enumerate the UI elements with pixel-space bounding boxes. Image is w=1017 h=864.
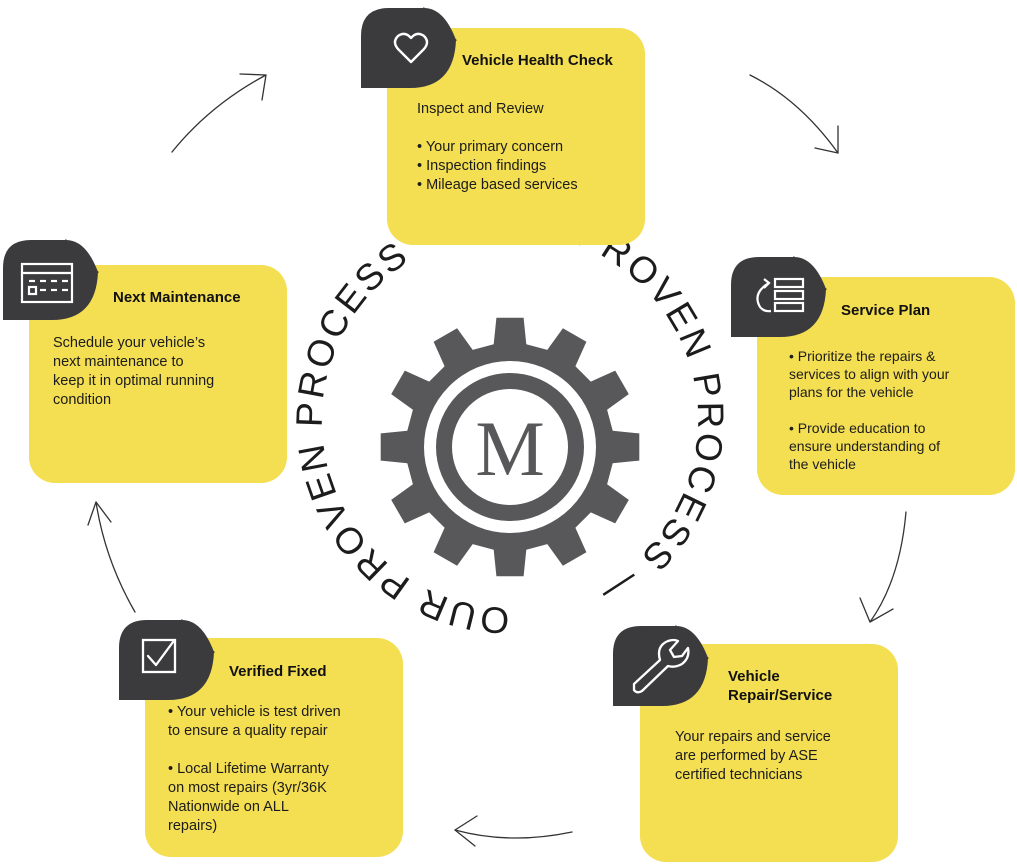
step-title: Vehicle Health Check [462,52,613,69]
step-card-health-check: Vehicle Health Check Inspect and Review … [387,28,645,245]
badge-repair-service [613,624,710,706]
logo-letter: M [475,405,544,492]
heart-icon [393,32,429,64]
step-title: Verified Fixed [229,663,327,680]
cycle-arrow-2 [749,74,839,154]
badge-service-plan [731,255,828,337]
wrench-icon [632,638,690,694]
step-description: • Your vehicle is test driven to ensure … [168,704,341,834]
list-refresh-icon [756,277,805,313]
cycle-arrow-4 [454,815,573,847]
badge-health-check [361,6,458,88]
step-description: Schedule your vehicle’s next maintenance… [53,335,215,408]
step-description: • Prioritize the repairs & services to a… [789,348,950,472]
step-description: Your repairs and service are performed b… [675,729,831,783]
step-title: Vehicle Repair/Service [728,668,833,704]
cycle-arrow-3 [859,511,907,623]
badge-verified-fixed [119,618,216,700]
step-title: Service Plan [841,302,931,319]
step-description: Inspect and Review • Your primary concer… [417,101,578,193]
checkbox-icon [141,638,177,674]
step-title: Next Maintenance [113,289,241,306]
gear-logo: M [380,317,640,577]
badge-next-maintenance [3,238,100,320]
cycle-arrow-5 [87,501,136,613]
schedule-icon [20,262,74,304]
cycle-arrow-1 [171,73,267,153]
